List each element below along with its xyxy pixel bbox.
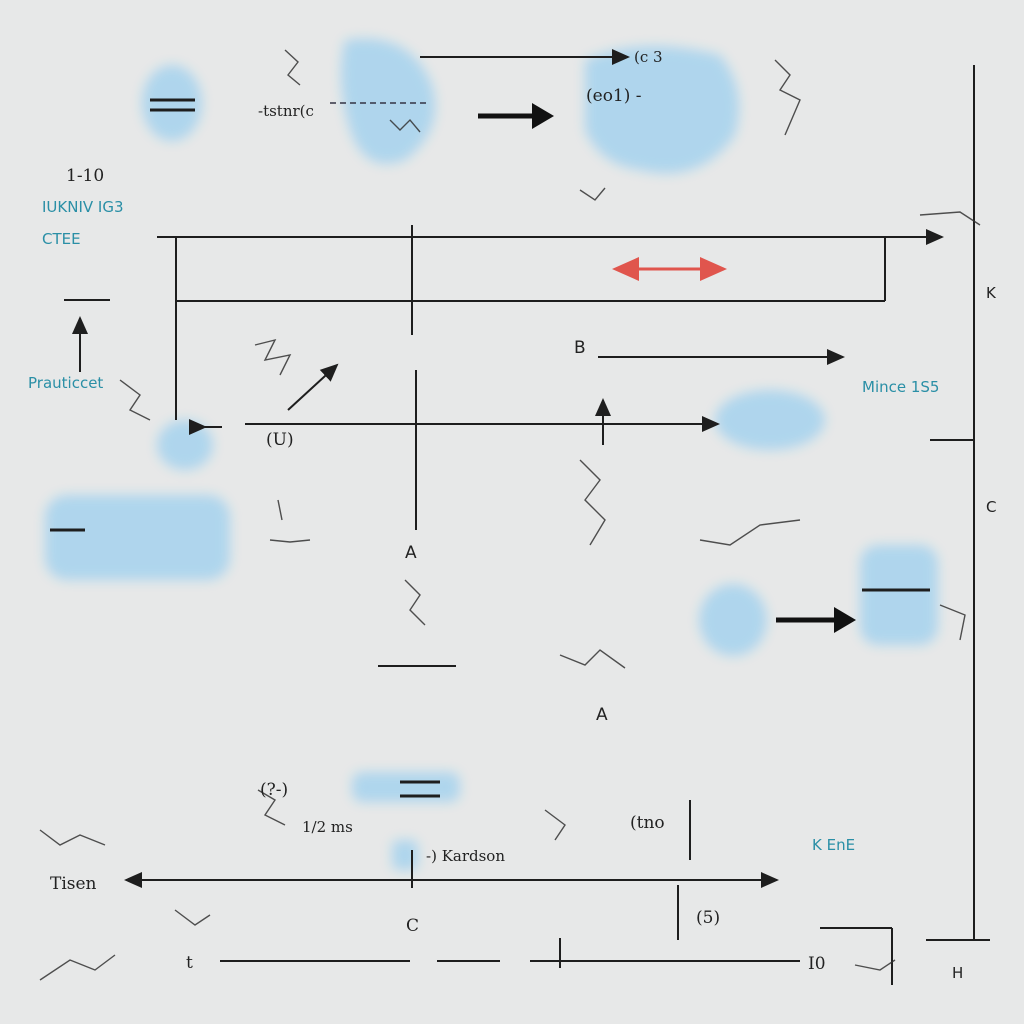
label-paren-b5: (5)	[696, 908, 721, 928]
scribble-1	[284, 49, 301, 86]
label-axis-h: H	[952, 964, 964, 982]
blob-top-center	[341, 38, 436, 164]
scribble-16	[257, 789, 286, 826]
scribble-2	[774, 59, 801, 136]
scribble-3	[119, 379, 151, 421]
scribble-9	[39, 829, 106, 846]
blob-lower-right-circle	[699, 584, 767, 656]
blob-mid-right	[715, 390, 825, 450]
label-node-b: B	[574, 338, 586, 358]
label-left-teal-3: Prauticcet	[28, 374, 104, 392]
label-axis-k: K	[986, 284, 996, 302]
scribble-6	[404, 579, 426, 626]
label-right-teal-1: Mince 1S5	[862, 378, 940, 396]
blob-mid-left	[45, 495, 230, 580]
label-kardson: -) Kardson	[426, 847, 505, 865]
blob-bottom-small	[392, 840, 418, 870]
label-left-teal-1: IUKNIV IG3	[42, 198, 124, 216]
scribble-20	[277, 499, 283, 521]
scribble-14	[939, 604, 966, 641]
blob-top-right	[585, 46, 740, 174]
label-tisen: Tisen	[50, 874, 97, 894]
label-i0: I0	[808, 954, 826, 974]
label-left-top-range: 1-10	[66, 166, 105, 186]
diag-arrow	[287, 363, 339, 411]
blob-top-left	[142, 65, 202, 141]
scribble-18	[579, 187, 606, 201]
label-right-teal-2: K EnE	[812, 836, 856, 854]
blob-lower-right-box	[860, 545, 938, 645]
label-left-teal-2: CTEE	[42, 230, 81, 248]
label-bottom-fraction: 1/2 ms	[302, 818, 353, 836]
scribble-group	[39, 49, 981, 981]
scribble-5	[579, 459, 606, 546]
label-fraction: (?-)	[260, 780, 289, 800]
label-top-right-formula: (eo1) -	[586, 86, 642, 106]
label-tno: (tno	[630, 813, 665, 833]
scribble-8	[559, 649, 626, 669]
label-bottom-c: C	[406, 916, 420, 936]
scribble-11	[174, 909, 211, 926]
label-paren-center: (U)	[266, 430, 294, 450]
bold-arrow-group	[478, 113, 842, 623]
scribble-13	[919, 211, 981, 226]
scribble-10	[39, 954, 116, 981]
label-t: t	[186, 953, 193, 973]
scribble-15	[854, 959, 896, 971]
label-top-right-paren: (c 3	[634, 48, 663, 66]
bold-arrowhead-lower-right	[834, 607, 856, 633]
line-group	[64, 49, 990, 985]
blob-mid-center-left	[157, 420, 213, 470]
scribble-7	[699, 519, 801, 546]
scribble-4	[254, 338, 292, 376]
equals-group	[50, 98, 930, 798]
label-node-a2: A	[596, 705, 608, 725]
scribble-12	[544, 809, 566, 841]
bold-arrowhead-top	[532, 103, 554, 129]
scribble-19	[269, 539, 311, 543]
label-node-a1: A	[405, 543, 417, 563]
label-axis-c: C	[986, 498, 997, 516]
blob-group	[45, 38, 938, 870]
bold-arrowhead-group	[532, 103, 856, 633]
scribble-17	[389, 118, 421, 133]
label-top-formula: -tstnr(c	[258, 102, 314, 120]
